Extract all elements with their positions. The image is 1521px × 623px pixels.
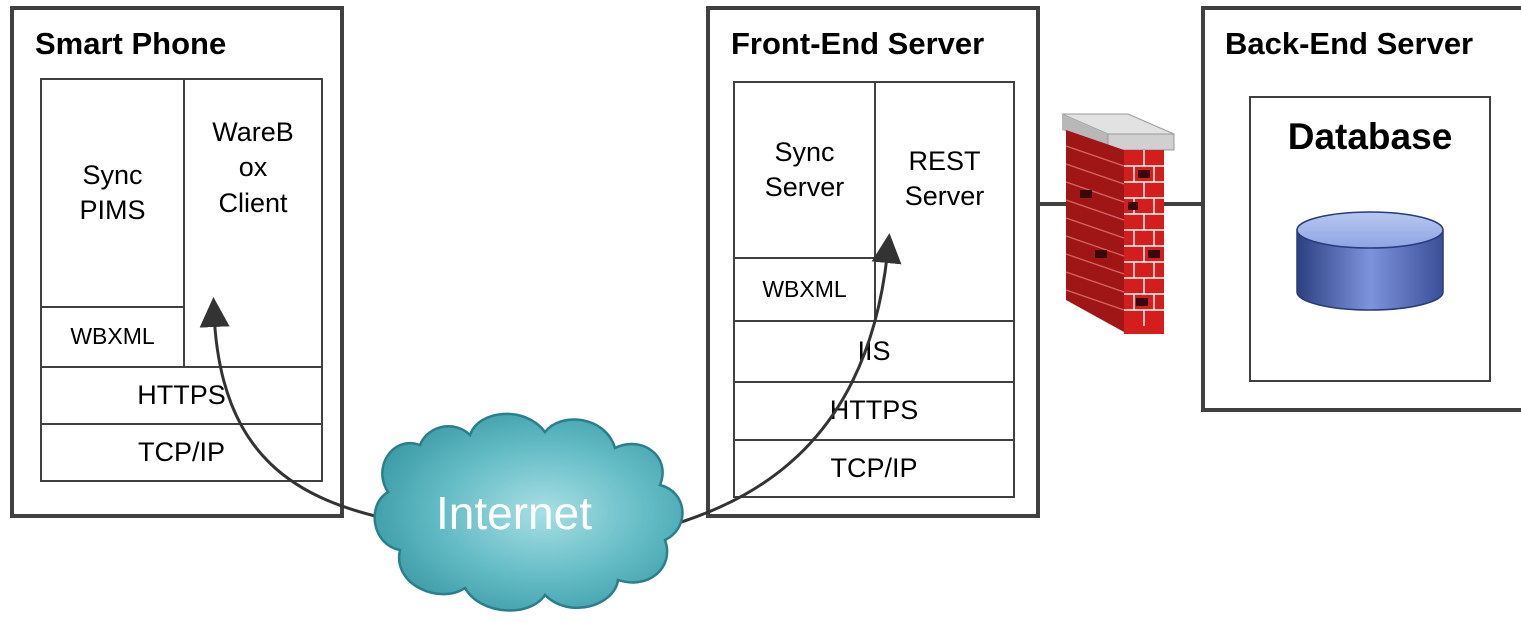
back-end-title: Back-End Server (1225, 26, 1474, 61)
server-https-cell: HTTPS (733, 381, 1015, 441)
sync-server-line-2: Server (764, 172, 845, 202)
server-https-label: HTTPS (829, 395, 919, 426)
front-end-title: Front-End Server (731, 26, 985, 61)
rest-server-line-1: REST (908, 145, 981, 176)
warebox-line-2: ox (238, 152, 268, 183)
arrow-to-warebox-client (199, 297, 393, 522)
phone-wbxml-cell: WBXML (40, 306, 185, 368)
phone-https-cell: HTTPS (40, 366, 323, 425)
database-title: Database (1287, 116, 1453, 157)
rest-server-line-2: Server (904, 181, 985, 211)
sync-server-cell: Sync Server (733, 81, 876, 259)
smart-phone-title: Smart Phone (35, 26, 227, 61)
internet-label: Internet (436, 487, 592, 539)
server-tcpip-cell: TCP/IP (733, 439, 1015, 498)
sync-pims-line-2: PIMS (79, 195, 146, 225)
sync-pims-cell: Sync PIMS (40, 78, 185, 308)
server-wbxml-label: WBXML (762, 275, 847, 302)
phone-tcpip-cell: TCP/IP (40, 423, 323, 482)
internet-cloud-icon (373, 412, 684, 612)
phone-tcpip-label: TCP/IP (137, 436, 225, 467)
database-cylinder-icon (1296, 211, 1444, 311)
server-tcpip-label: TCP/IP (830, 452, 918, 483)
arrow-to-rest-server (671, 233, 902, 527)
warebox-line-3: Client (218, 187, 288, 218)
phone-https-label: HTTPS (137, 379, 226, 410)
sync-pims-line-1: Sync (82, 159, 143, 190)
phone-wbxml-label: WBXML (70, 323, 155, 350)
rest-server-cell: REST Server (874, 81, 1015, 322)
server-wbxml-cell: WBXML (733, 257, 876, 322)
warebox-line-1: WareB (212, 117, 294, 148)
database-box: Database (1249, 96, 1491, 382)
sync-server-line-1: Sync (774, 136, 835, 167)
firewall-icon (1061, 113, 1175, 334)
